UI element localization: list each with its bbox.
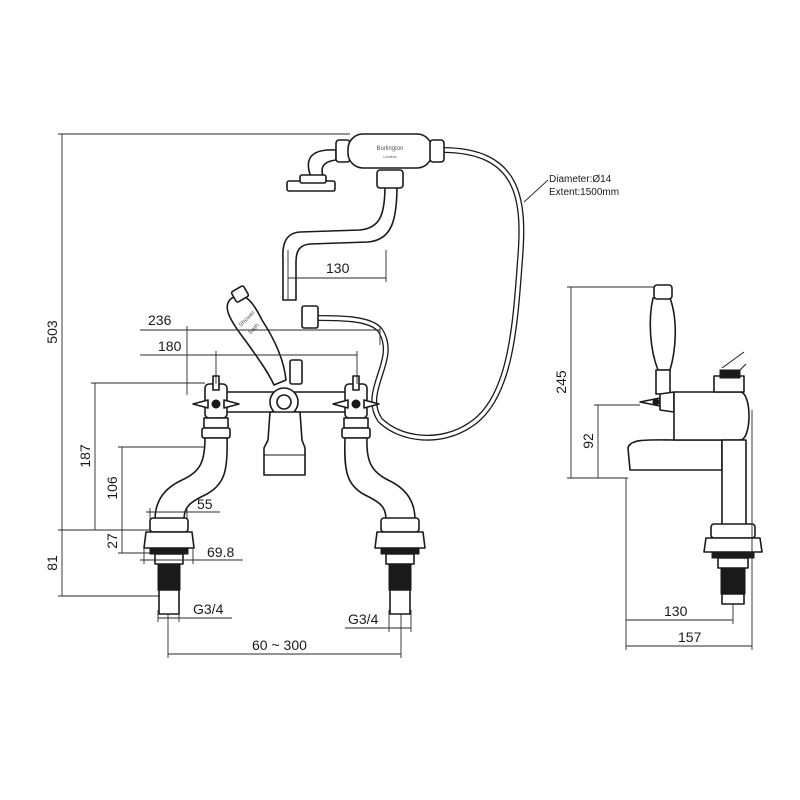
dim-base-height: 81 (44, 555, 60, 571)
diverter-lever: Shower Bath (226, 285, 287, 386)
right-cross-handle (332, 375, 380, 439)
hose-diameter-note: Diameter:Ø14 (549, 174, 612, 185)
right-base (374, 517, 426, 615)
dim-handle-center-height: 187 (77, 444, 93, 468)
left-leg (154, 437, 228, 521)
side-riser (721, 439, 747, 527)
right-leg (343, 437, 416, 521)
dim-flange-width: 69.8 (207, 544, 234, 560)
dim-side-handle-height: 92 (580, 433, 596, 449)
side-view: 245 92 130 157 (553, 284, 763, 650)
side-lever (649, 297, 677, 371)
handset-brand: Burlington (376, 146, 403, 152)
dim-handle-spacing: 180 (158, 338, 182, 354)
hose-extent-note: Extent:1500mm (549, 187, 619, 198)
dim-hose-offset: 130 (326, 260, 350, 276)
cradle-clip (376, 169, 404, 189)
dim-side-height: 245 (553, 370, 569, 394)
dim-inner-width: 55 (197, 496, 213, 512)
bath-spout (263, 411, 306, 476)
handset-city: London (383, 154, 396, 159)
dim-spout-height: 106 (104, 476, 120, 500)
shower-handset: Burlington London (286, 133, 445, 192)
dim-outer-width: 236 (148, 312, 172, 328)
left-base (143, 517, 195, 615)
dim-centers-range: 60 ~ 300 (252, 637, 307, 653)
dim-thread-right: G3/4 (348, 611, 379, 627)
side-spout (627, 439, 723, 471)
front-view: Burlington London Shower Bath (44, 133, 619, 658)
cradle-arm (282, 184, 398, 301)
dim-overall-height: 503 (44, 320, 60, 344)
hose-connector (301, 305, 319, 329)
dim-thread-left: G3/4 (193, 601, 224, 617)
dim-shank-height: 27 (104, 533, 120, 549)
dim-side-reach: 130 (664, 603, 688, 619)
dim-side-total-reach: 157 (678, 629, 702, 645)
side-valve-body (673, 391, 750, 441)
